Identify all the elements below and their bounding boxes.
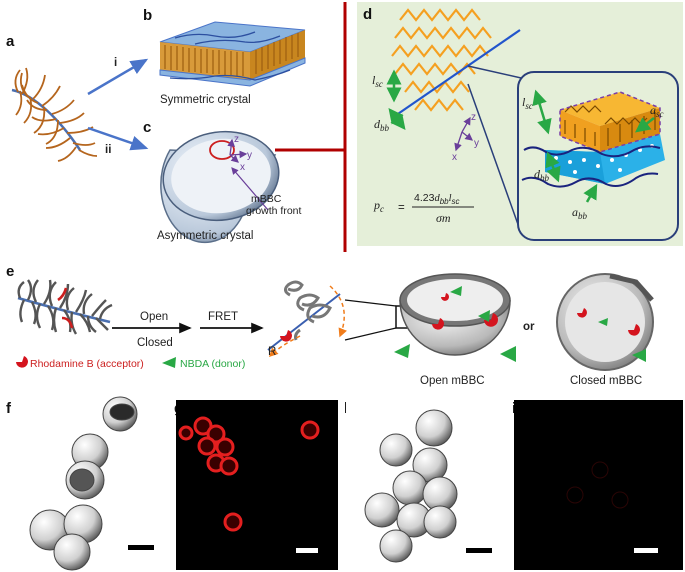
panel-label-d: d (363, 6, 372, 23)
sem-particles-f (29, 396, 138, 571)
closed-mbbc-illustration (556, 273, 654, 371)
zoom-line-1 (467, 65, 531, 81)
caption-symmetric-crystal: Symmetric crystal (160, 94, 251, 106)
route-arrow-i (87, 58, 149, 96)
sem-particles-h (364, 409, 458, 563)
lsc-dimension-inset: lsc (522, 89, 552, 135)
label-r: R (268, 346, 276, 358)
mbbc-chain-segment (267, 280, 347, 358)
axis-z-d: z (471, 112, 476, 123)
dbb-inset-d: d (534, 167, 541, 181)
folded-chain-lattice (391, 8, 492, 112)
route-label-ii: ii (105, 144, 111, 156)
scalebar-g (296, 548, 318, 553)
dbb-dimension-inset: dbb (534, 151, 561, 183)
scalebar-h (466, 548, 492, 553)
axes-d: z y x (452, 112, 479, 163)
formula-equals: = (398, 202, 405, 214)
formula-p-sub: c (380, 204, 384, 214)
formula-denominator: σm (436, 211, 451, 225)
lsc-l: l (372, 73, 376, 87)
axes-c: z y x (227, 134, 252, 173)
asc-a: a (650, 103, 656, 117)
faint-particles-i (566, 461, 629, 509)
lsc-sub: sc (375, 79, 383, 89)
lsc-inset-l: l (522, 95, 526, 109)
bottlebrush-polymer-a (11, 67, 98, 162)
panel-label-f: f (6, 400, 12, 417)
axis-x-c: x (240, 162, 245, 173)
abb-a: a (572, 205, 578, 219)
rhodamine-legend-icon (16, 356, 28, 368)
svg-text:lsc: lsc (372, 73, 383, 89)
formula-coef: 4.23 (414, 192, 435, 204)
svg-text:4.23dbblsc: 4.23dbblsc (414, 192, 460, 206)
svg-text:abb: abb (572, 205, 588, 221)
asymmetric-crystal-hemisphere (160, 130, 280, 244)
growth-site-circle (209, 140, 235, 160)
nbda-legend-label: NBDA (donor) (180, 358, 245, 370)
open-mbbc-illustration (394, 273, 516, 362)
panel-label-c: c (143, 119, 151, 136)
formula-sc: sc (452, 197, 460, 206)
asc-sub: sc (656, 109, 664, 119)
axis-x-d: x (452, 152, 457, 163)
svg-text:dbb: dbb (534, 167, 550, 183)
label-fret: FRET (208, 311, 238, 323)
inset-crystal-model (521, 91, 665, 188)
mbbc-pointer (231, 167, 269, 211)
formula-bb: bb (440, 197, 449, 206)
abb-dimension-inset: abb (572, 183, 598, 221)
abb-sub: bb (578, 211, 588, 221)
formula-p: p (373, 198, 380, 212)
dbb-sub: bb (380, 123, 390, 133)
route-label-i: i (114, 57, 117, 69)
lsc-dimension-left: lsc (372, 69, 402, 103)
panel-label-b: b (143, 7, 152, 24)
svg-text:pc: pc (373, 198, 384, 214)
label-open: Open (140, 311, 168, 323)
zoom-line-e2 (344, 327, 397, 341)
axis-z-c: z (234, 134, 239, 145)
formula-d: d (434, 193, 440, 204)
scalebar-i (634, 548, 658, 553)
svg-text:lsc: lsc (522, 95, 533, 111)
caption-asymmetric-crystal: Asymmetric crystal (157, 230, 253, 242)
dbb-d: d (374, 117, 381, 131)
svg-text:asc: asc (650, 103, 664, 119)
symmetric-crystal-illustration (159, 21, 306, 87)
axis-y-c: y (247, 150, 252, 161)
lsc-inset-sub: sc (525, 101, 533, 111)
mbbc-label-line2: growth front (246, 205, 302, 217)
mbbc-label-line1: mBBC (251, 193, 282, 205)
rhodamine-legend-label: Rhodamine B (acceptor) (30, 358, 144, 370)
fluorescent-particles-g (178, 416, 320, 532)
nbda-legend-icon (162, 357, 176, 368)
dbb-inset-sub: bb (540, 173, 550, 183)
bottlebrush-polymer-e (17, 279, 113, 335)
formula-l: l (449, 193, 452, 204)
panel-label-e: e (6, 263, 14, 280)
zoom-line-2 (467, 83, 521, 231)
caption-closed-mbbc: Closed mBBC (570, 375, 642, 387)
label-closed: Closed (137, 337, 173, 349)
pc-formula: pc = 4.23dbblsc σm (373, 192, 474, 225)
axis-y-d: y (474, 138, 479, 149)
scalebar-f (128, 545, 154, 550)
zoom-line-e1 (344, 299, 397, 307)
asc-dimension-inset: asc (635, 103, 664, 133)
route-arrow-ii (87, 126, 149, 151)
svg-text:dbb: dbb (374, 117, 390, 133)
dbb-dimension-left: dbb (374, 108, 406, 133)
panel-label-a: a (6, 33, 15, 50)
backbone-d (391, 29, 521, 119)
or-label: or (523, 321, 535, 333)
fluorescence-image-i (514, 400, 683, 570)
caption-open-mbbc: Open mBBC (420, 375, 485, 387)
